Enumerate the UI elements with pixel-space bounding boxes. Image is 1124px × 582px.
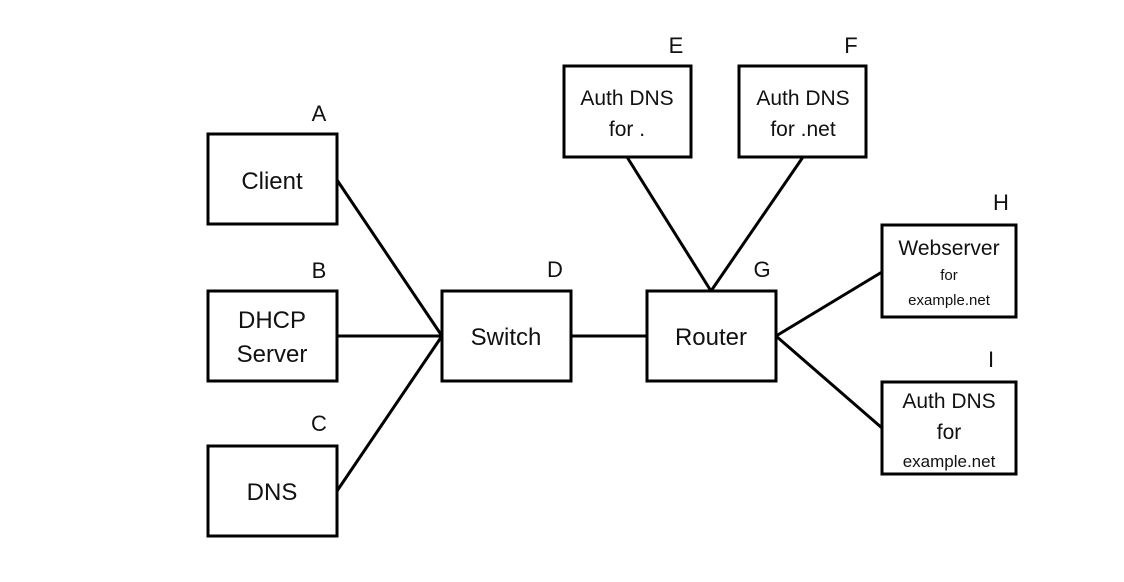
node-dns: C DNS xyxy=(206,411,339,538)
node-label: for xyxy=(940,267,958,284)
node-tag: G xyxy=(753,257,770,282)
node-tag: I xyxy=(988,347,994,372)
node-auth-dns-net: F Auth DNS for .net xyxy=(737,33,868,159)
node-label: example.net xyxy=(908,292,991,309)
links xyxy=(335,156,883,492)
node-tag: E xyxy=(669,33,684,58)
link-client-switch xyxy=(335,179,444,337)
node-tag: B xyxy=(312,258,327,283)
node-tag: C xyxy=(311,411,327,436)
node-label: Auth DNS xyxy=(902,390,995,413)
node-auth-dns-example: I Auth DNS for example.net xyxy=(880,347,1018,476)
node-switch: D Switch xyxy=(440,257,573,383)
node-tag: H xyxy=(993,190,1009,215)
node-auth-dns-root: E Auth DNS for . xyxy=(562,33,693,159)
link-dns-switch xyxy=(335,335,444,492)
link-authnet-router xyxy=(709,156,805,292)
node-label: for xyxy=(937,421,962,444)
node-label: for .net xyxy=(770,118,836,141)
node-label: DHCP xyxy=(238,307,306,334)
link-router-web xyxy=(775,270,883,338)
node-label: Webserver xyxy=(898,237,999,260)
node-client: A Client xyxy=(206,101,339,226)
link-router-authex xyxy=(775,334,883,430)
node-label: example.net xyxy=(903,452,996,471)
node-tag: D xyxy=(547,257,563,282)
link-authroot-router xyxy=(625,156,713,292)
node-label: Switch xyxy=(471,324,542,351)
node-tag: A xyxy=(312,101,327,126)
node-label: Router xyxy=(675,324,747,351)
node-label: Auth DNS xyxy=(580,87,673,110)
node-label: Server xyxy=(237,341,308,368)
node-router: G Router xyxy=(645,257,778,383)
node-webserver: H Webserver for example.net xyxy=(880,190,1018,319)
node-label: Client xyxy=(241,168,303,195)
node-dhcp-server: B DHCP Server xyxy=(206,258,339,383)
node-label: DNS xyxy=(247,479,298,506)
node-label: for . xyxy=(609,118,645,141)
node-label: Auth DNS xyxy=(756,87,849,110)
node-tag: F xyxy=(844,33,857,58)
